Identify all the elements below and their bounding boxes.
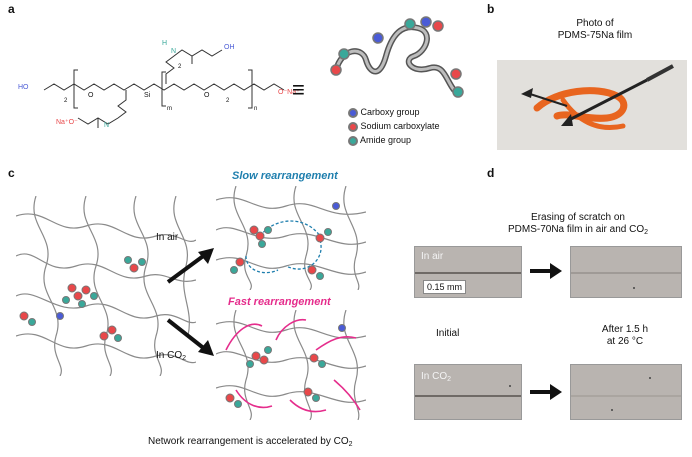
panel-label-d: d <box>487 166 495 180</box>
sodium-bead <box>450 68 462 80</box>
film-photo-svg <box>497 60 687 150</box>
polymer-chain-svg <box>330 16 464 98</box>
photo-co2-label-sub: 2 <box>447 376 452 383</box>
subscript-2b: 2 <box>226 98 230 104</box>
panel-label-c: c <box>8 166 15 180</box>
label-in-co2-text: In CO <box>156 350 183 361</box>
subscript-2c: 2 <box>178 64 182 70</box>
oxygen-1: O <box>88 92 94 99</box>
speck <box>649 377 651 379</box>
structure-drawing <box>43 47 285 128</box>
legend-item-amide: Amide group <box>348 133 440 147</box>
panel-d-title-line1: Erasing of scratch on <box>531 212 625 223</box>
carboxy-bead <box>372 32 384 44</box>
photo-co2-after <box>570 364 682 420</box>
chemical-structure: HO OH H N N Na⁺O⁻ O⁻Na⁺ Si O O 2 2 2 m n <box>16 18 316 158</box>
subscript-n: n <box>254 106 258 112</box>
legend-item-sodium: Sodium carboxylate <box>348 119 440 133</box>
hydroxyl-left: HO <box>18 84 29 91</box>
slow-rearrangement-title: Slow rearrangement <box>232 170 338 182</box>
amide-bead <box>452 86 464 98</box>
healed-scratch-line <box>571 272 681 274</box>
network-caption: Network rearrangement is accelerated by … <box>148 436 353 451</box>
sodium-bead <box>432 20 444 32</box>
healed-scratch-line <box>571 395 681 397</box>
photo-b-title-line1: Photo of <box>576 18 614 29</box>
photo-co2-label: In CO2 <box>421 371 451 383</box>
photo-air-initial: In air 0.15 mm <box>414 246 522 298</box>
label-after-line2: at 26 °C <box>606 336 644 347</box>
legend-label-sodium: Sodium carboxylate <box>360 121 440 131</box>
sodium-dot-icon <box>348 121 358 132</box>
photo-b-title-line2: PDMS-75Na film <box>557 30 633 41</box>
hydroxyl-top: OH <box>224 44 235 51</box>
panel-d-title-sub: 2 <box>644 229 649 236</box>
photo-co2-label-text: In CO <box>421 371 448 382</box>
sodium-right: O⁻Na⁺ <box>278 89 300 96</box>
label-after-line1: After 1.5 h <box>601 324 649 335</box>
network-initial <box>15 195 197 377</box>
arrow-right-icon <box>530 263 562 279</box>
label-initial: Initial <box>436 328 460 339</box>
photo-b-title: Photo of PDMS-75Na film <box>540 18 650 42</box>
amide-n-top: N <box>171 48 177 55</box>
scale-bar-label: 0.15 mm <box>423 280 467 294</box>
amide-dot-icon <box>348 135 358 146</box>
panel-d-title-line2: PDMS-70Na film in air and CO <box>507 224 645 235</box>
photo-air-label: In air <box>421 251 444 262</box>
legend-item-carboxy: Carboxy group <box>348 105 440 119</box>
amide-h-top: H <box>162 40 168 47</box>
sodium-bead <box>330 64 342 76</box>
sodium-left: Na⁺O⁻ <box>56 119 78 126</box>
polymer-chain-cartoon <box>322 8 472 108</box>
amide-bead <box>404 18 416 30</box>
network-slow-svg <box>215 185 367 291</box>
label-after: After 1.5 h at 26 °C <box>580 324 670 348</box>
oxygen-2: O <box>204 92 210 99</box>
speck <box>509 385 511 387</box>
panel-label-b: b <box>487 2 495 16</box>
arrow-right-icon <box>530 384 562 400</box>
network-slow <box>215 185 367 291</box>
label-in-co2: In CO2 <box>156 350 186 365</box>
scratch-line <box>415 272 521 274</box>
branch-arrows <box>166 248 214 356</box>
network-caption-text: Network rearrangement is accelerated by … <box>148 436 349 447</box>
photo-co2-initial: In CO2 <box>414 364 522 420</box>
si-atom: Si <box>144 92 151 99</box>
legend-label-carboxy: Carboxy group <box>360 107 420 117</box>
legend-label-amide: Amide group <box>360 135 412 145</box>
amide-n-bottom: N <box>104 122 110 129</box>
film-photo <box>497 60 687 150</box>
network-fast <box>215 309 367 421</box>
equivalence-sign: ≡ <box>292 77 305 102</box>
speck <box>611 409 613 411</box>
carboxy-bead <box>420 16 432 28</box>
amide-bead <box>338 48 350 60</box>
label-in-co2-sub: 2 <box>182 355 187 362</box>
subscript-m: m <box>167 106 172 112</box>
photo-air-after <box>570 246 682 298</box>
network-initial-svg <box>15 195 197 377</box>
label-in-air: In air <box>156 232 179 243</box>
network-caption-sub: 2 <box>348 441 353 448</box>
panel-label-a: a <box>8 2 15 16</box>
scratch-line <box>415 395 521 397</box>
panel-d-title: Erasing of scratch on PDMS-70Na film in … <box>488 212 668 239</box>
legend: Carboxy group Sodium carboxylate Amide g… <box>348 105 440 147</box>
network-fast-svg <box>215 309 367 421</box>
speck <box>633 287 635 289</box>
carboxy-dot-icon <box>348 107 358 118</box>
fast-rearrangement-title: Fast rearrangement <box>228 296 331 308</box>
subscript-2a: 2 <box>64 98 68 104</box>
